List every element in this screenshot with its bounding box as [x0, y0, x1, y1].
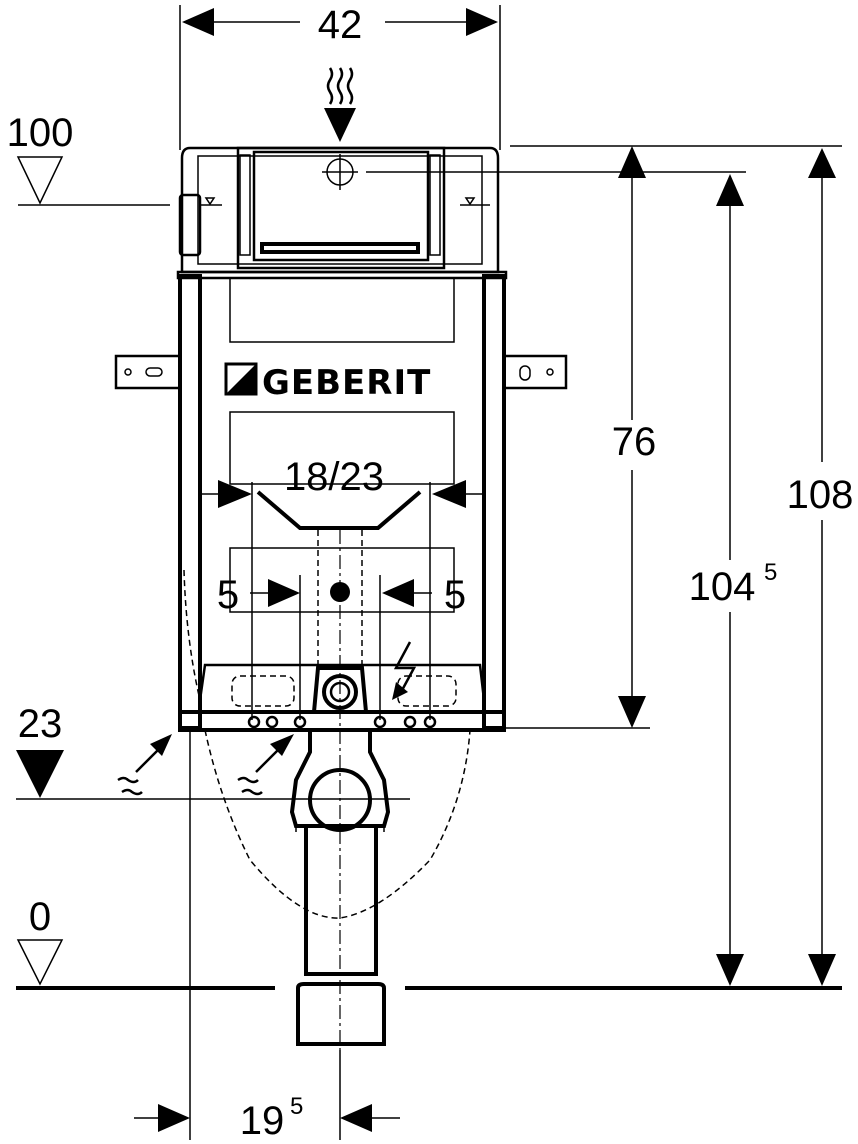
level-marker-100: 100	[7, 111, 170, 206]
logo-text: GEBERIT	[262, 363, 431, 403]
dimension-label-frame-height: 76	[612, 420, 657, 464]
dimension-offsets: 5 5	[217, 573, 466, 720]
crosshair-icon	[322, 154, 358, 190]
electrical-icon	[392, 641, 417, 700]
dimension-label-height-to-cistern: 104	[689, 565, 756, 609]
level-marker-0: 0	[16, 895, 842, 990]
dimension-total-height: 108	[510, 145, 854, 986]
dimension-label-offset-left: 5	[217, 573, 239, 617]
dimension-sup-bottom-offset: 5	[290, 1093, 303, 1120]
level-marker-23: 23	[16, 702, 410, 800]
water-inlet-icon	[324, 67, 356, 142]
mounting-bracket-right	[502, 354, 568, 390]
dimension-label-offset-right: 5	[444, 573, 466, 617]
wc-pan-outline	[204, 729, 471, 919]
dimension-sup-height-to-cistern: 5	[764, 559, 777, 586]
cistern-housing	[178, 146, 500, 274]
drain-pipe	[289, 730, 391, 1046]
level-label-100: 100	[7, 111, 74, 155]
flush-pipe-connection	[183, 569, 457, 729]
level-label-0: 0	[29, 895, 51, 939]
dimension-bracket-width: 18/23	[200, 455, 484, 720]
level-label-23: 23	[18, 702, 63, 746]
installation-frame	[176, 270, 508, 732]
dimension-label-total-height: 108	[787, 473, 854, 517]
mounting-bracket-left	[114, 354, 182, 390]
dimension-label-bracket-width: 18/23	[284, 455, 384, 499]
geberit-logo: GEBERIT	[224, 362, 431, 403]
dimension-label-top-width: 42	[318, 3, 363, 47]
dimension-frame-height: 76	[506, 146, 657, 729]
dimension-label-bottom-offset: 19	[240, 1099, 285, 1143]
supply-inlet-icons	[117, 734, 294, 796]
dimension-height-to-cistern: 104 5	[366, 171, 777, 986]
dimension-top-width: 42	[179, 3, 501, 150]
dimension-bottom-offset: 19 5	[134, 730, 400, 1143]
